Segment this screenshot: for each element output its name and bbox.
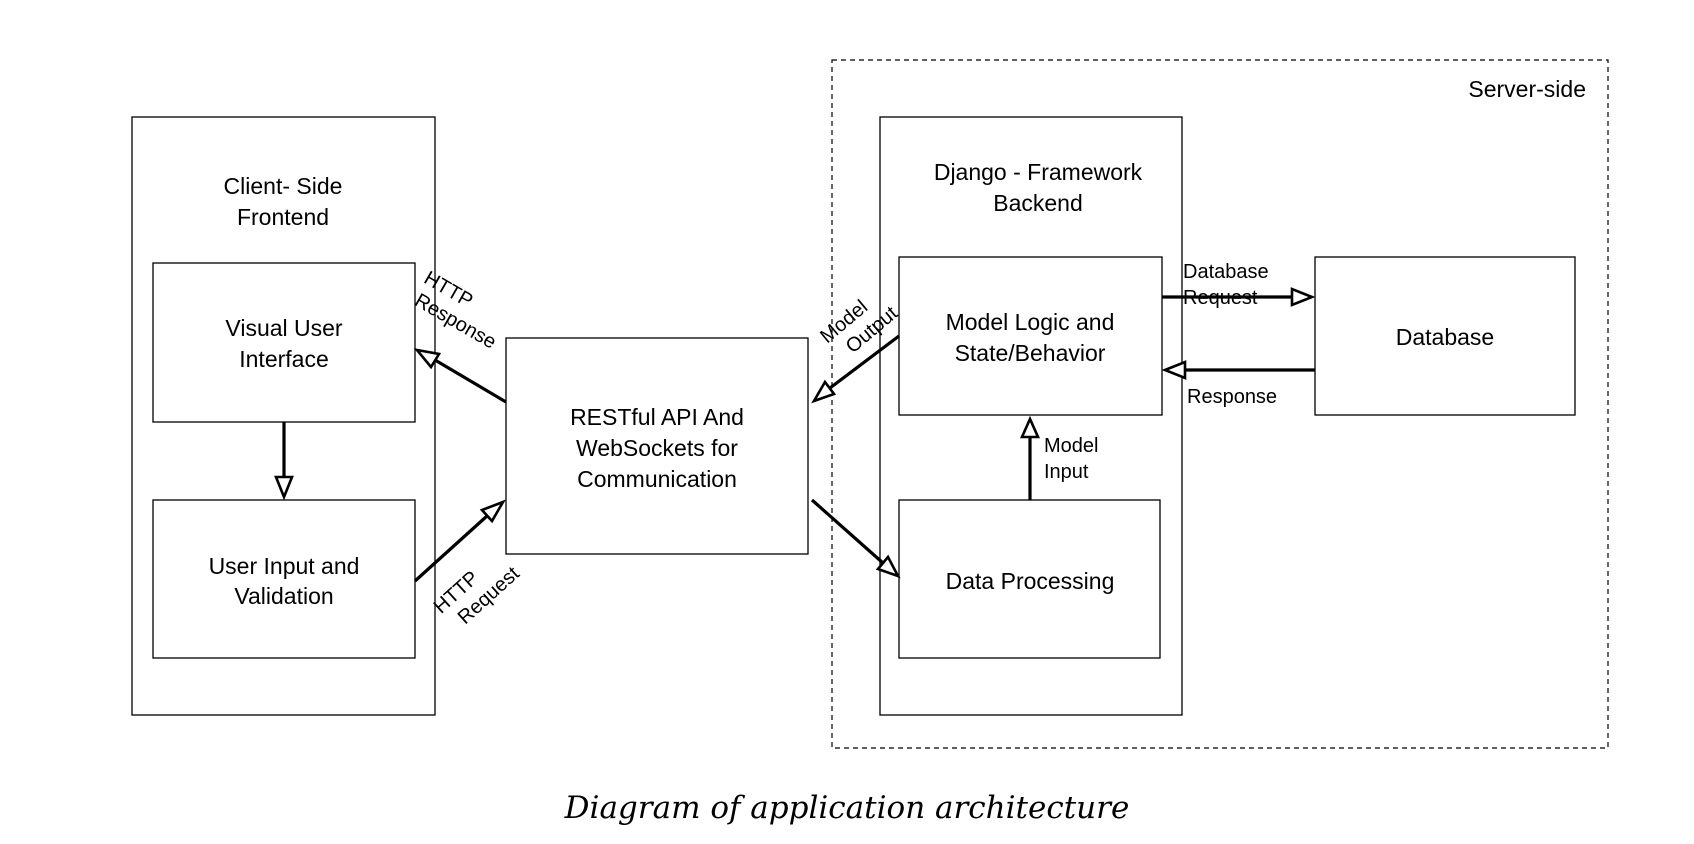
model-logic-line2: State/Behavior bbox=[955, 340, 1106, 366]
server-side-boundary bbox=[831, 59, 1609, 749]
arrow-model-output-shaft bbox=[829, 334, 900, 390]
api-line3: Communication bbox=[577, 466, 737, 492]
data-processing-label: Data Processing bbox=[946, 568, 1115, 594]
arrow-http-response-head bbox=[413, 348, 442, 370]
visual-ui-line1: Visual User bbox=[225, 315, 343, 341]
db-request-line1: Database bbox=[1183, 261, 1269, 283]
user-input-line1: User Input and bbox=[209, 553, 360, 579]
arrow-db-request-head bbox=[1290, 287, 1316, 307]
api-line2: WebSockets for bbox=[576, 435, 738, 461]
client-side-title-line2: Frontend bbox=[237, 204, 329, 230]
arrow-model-output-head bbox=[811, 379, 837, 404]
client-side-title-line1: Client- Side bbox=[224, 173, 343, 199]
server-side-label: Server-side bbox=[1468, 76, 1586, 102]
db-response-label: Response bbox=[1187, 386, 1277, 408]
arrow-model-input-head bbox=[1019, 415, 1041, 439]
arrow-db-response-head bbox=[1161, 360, 1187, 380]
api-line1: RESTful API And bbox=[570, 404, 744, 430]
data-processing-box bbox=[898, 499, 1161, 659]
visual-user-interface-box bbox=[152, 262, 416, 423]
arrow-http-request-shaft bbox=[413, 514, 489, 583]
user-input-validation-box bbox=[152, 499, 416, 659]
arrow-api-to-processing-shaft bbox=[810, 498, 885, 565]
model-input-line1: Model bbox=[1044, 435, 1098, 457]
arrow-ui-to-input-head bbox=[274, 475, 294, 501]
model-input-line2: Input bbox=[1044, 461, 1089, 483]
http-request-label: HTTP Request bbox=[430, 562, 525, 628]
visual-ui-line2: Interface bbox=[239, 346, 329, 372]
django-title-line2: Backend bbox=[993, 190, 1083, 216]
django-title-line1: Django - Framework bbox=[934, 159, 1143, 185]
arrow-http-request-head bbox=[479, 499, 506, 524]
model-logic-box bbox=[898, 256, 1163, 416]
database-label: Database bbox=[1396, 324, 1494, 350]
restful-api-box bbox=[505, 337, 809, 555]
arrow-api-to-processing-head bbox=[875, 554, 901, 579]
diagram-caption: Diagram of application architecture bbox=[564, 790, 1130, 826]
arrow-http-response-shaft bbox=[434, 358, 507, 404]
user-input-line2: Validation bbox=[234, 583, 333, 609]
database-box bbox=[1314, 256, 1576, 416]
db-request-line2: Request bbox=[1183, 287, 1258, 309]
model-logic-line1: Model Logic and bbox=[946, 309, 1115, 335]
